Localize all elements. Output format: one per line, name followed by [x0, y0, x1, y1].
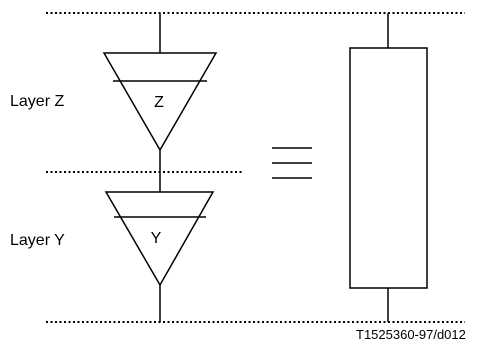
figure-id: T1525360-97/d012 — [356, 327, 466, 342]
layer-z-triangle — [102, 52, 218, 152]
layer-y-triangle — [104, 191, 215, 287]
combined-layer-box — [349, 47, 428, 289]
layer-y-symbol: Y — [150, 230, 162, 247]
equivalence-symbol — [272, 147, 312, 179]
layer-z-label: Layer Z — [10, 93, 65, 110]
layer-z-symbol: Z — [154, 94, 164, 111]
layer-y-label: Layer Y — [10, 232, 65, 249]
